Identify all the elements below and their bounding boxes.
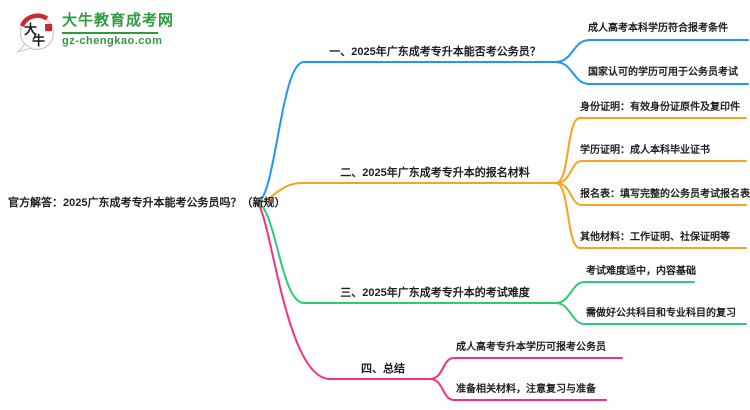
logo-domain: gz-chengkao.com	[62, 35, 163, 47]
branch-2-lines	[255, 117, 747, 249]
logo-divider	[62, 32, 158, 34]
daniu-speech-bubble-icon: 大 牛	[16, 13, 55, 53]
branch-3-child-2: 需做好公共科目和专业科目的复习	[586, 308, 736, 319]
branch-3-title: 三、2025年广东成考专升本的考试难度	[340, 287, 530, 299]
branch-2-child-3: 报名表：填写完整的公务员考试报名表	[580, 189, 750, 200]
branch-3-child-1: 考试难度适中，内容基础	[586, 266, 696, 277]
branch-4-lines	[255, 202, 623, 401]
logo-title: 大牛教育成考网	[62, 12, 175, 29]
branch-2-child-2: 学历证明：成人本科毕业证书	[580, 145, 710, 156]
branch-4-title: 四、总结	[361, 363, 405, 375]
svg-text:牛: 牛	[32, 33, 45, 48]
branch-2-child-1: 身份证明：有效身份证原件及复印件	[580, 102, 740, 113]
branch-2-child-4: 其他材料：工作证明、社保证明等	[580, 232, 730, 243]
branch-1-title: 一、2025年广东成考专升本能否考公务员？	[329, 46, 541, 58]
site-logo: 大 牛 大牛教育成考网 gz-chengkao.com	[16, 11, 174, 55]
branch-1-child-2: 国家认可的学历可用于公务员考试	[588, 67, 738, 78]
branch-1-lines	[255, 39, 749, 204]
svg-text:大: 大	[24, 22, 37, 37]
branch-1-child-1: 成人高考本科学历符合报考条件	[588, 23, 728, 34]
logo-text-block: 大牛教育成考网 gz-chengkao.com	[62, 11, 174, 47]
branch-4-child-1: 成人高考专升本学历可报考公务员	[456, 342, 606, 353]
root-topic: 官方解答：2025广东成考专升本能考公务员吗？（新规）	[8, 197, 286, 209]
branch-3-lines	[255, 202, 747, 325]
branch-2-title: 二、2025年广东成考专升本的报名材料	[340, 167, 530, 179]
branch-4-child-2: 准备相关材料，注意复习与准备	[456, 384, 596, 395]
